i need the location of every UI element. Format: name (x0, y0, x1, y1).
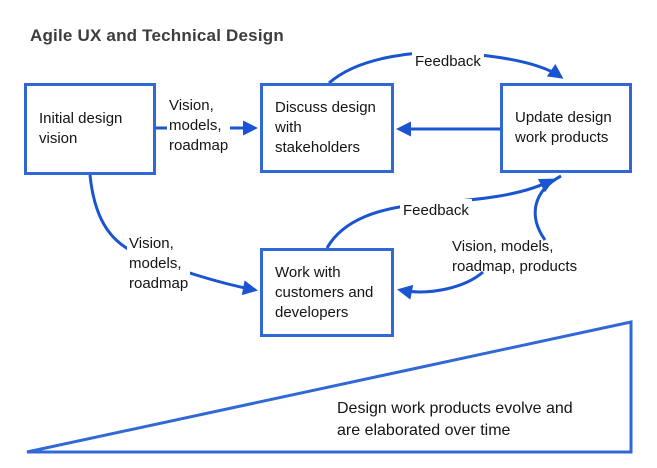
edge-label-vision-models-roadmap-top: Vision, models, roadmap (167, 95, 231, 157)
node-work-with-customers-developers: Work with customers and developers (260, 248, 394, 337)
edge-label-feedback-top: Feedback (412, 49, 484, 74)
diagram-title: Agile UX and Technical Design (30, 26, 284, 45)
edge-label-vision-models-roadmap-left: Vision, models, roadmap (127, 233, 191, 295)
node-work-with-label: Work with customers and developers (275, 263, 374, 321)
evolution-triangle (26, 320, 633, 454)
arrow-products-to-work (397, 270, 484, 300)
arrow-products-to-update (533, 174, 562, 241)
triangle-caption: Design work products evolve and are elab… (337, 400, 573, 439)
node-initial-design-vision-label: Initial design vision (39, 110, 123, 147)
node-initial-design-vision: Initial design vision (24, 83, 156, 175)
edge-label-feedback-middle: Feedback (400, 199, 472, 223)
node-update-design-label: Update design work products (515, 109, 612, 146)
node-update-design-work-products: Update design work products (500, 83, 632, 173)
node-discuss-design-with-stakeholders: Discuss design with stakeholders (260, 83, 394, 173)
node-discuss-design-label: Discuss design with stakeholders (275, 99, 376, 156)
edge-label-vision-models-roadmap-products: Vision, models, roadmap, products (452, 238, 578, 275)
